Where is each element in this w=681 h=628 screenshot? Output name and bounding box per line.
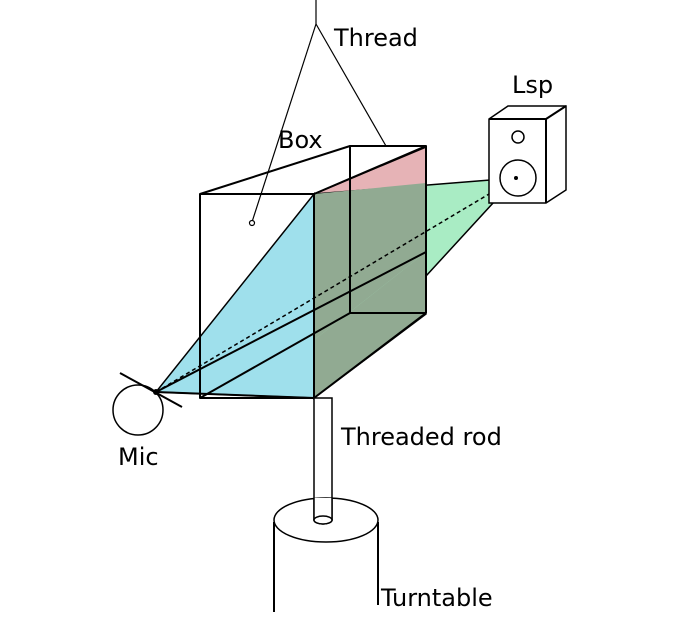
label-turntable: Turntable — [380, 584, 493, 612]
label-lsp: Lsp — [512, 71, 553, 99]
label-box: Box — [278, 126, 323, 154]
label-thread: Thread — [333, 24, 418, 52]
turntable — [273, 497, 379, 612]
label-mic: Mic — [118, 443, 159, 471]
microphone — [112, 372, 183, 436]
label-threaded-rod: Threaded rod — [340, 423, 502, 451]
loudspeaker — [488, 105, 567, 204]
sound-paths — [155, 177, 517, 399]
overlap-region-lower — [314, 252, 426, 398]
microphone-plane — [154, 191, 315, 399]
overlap-region — [314, 183, 426, 340]
thread — [248, 0, 387, 227]
